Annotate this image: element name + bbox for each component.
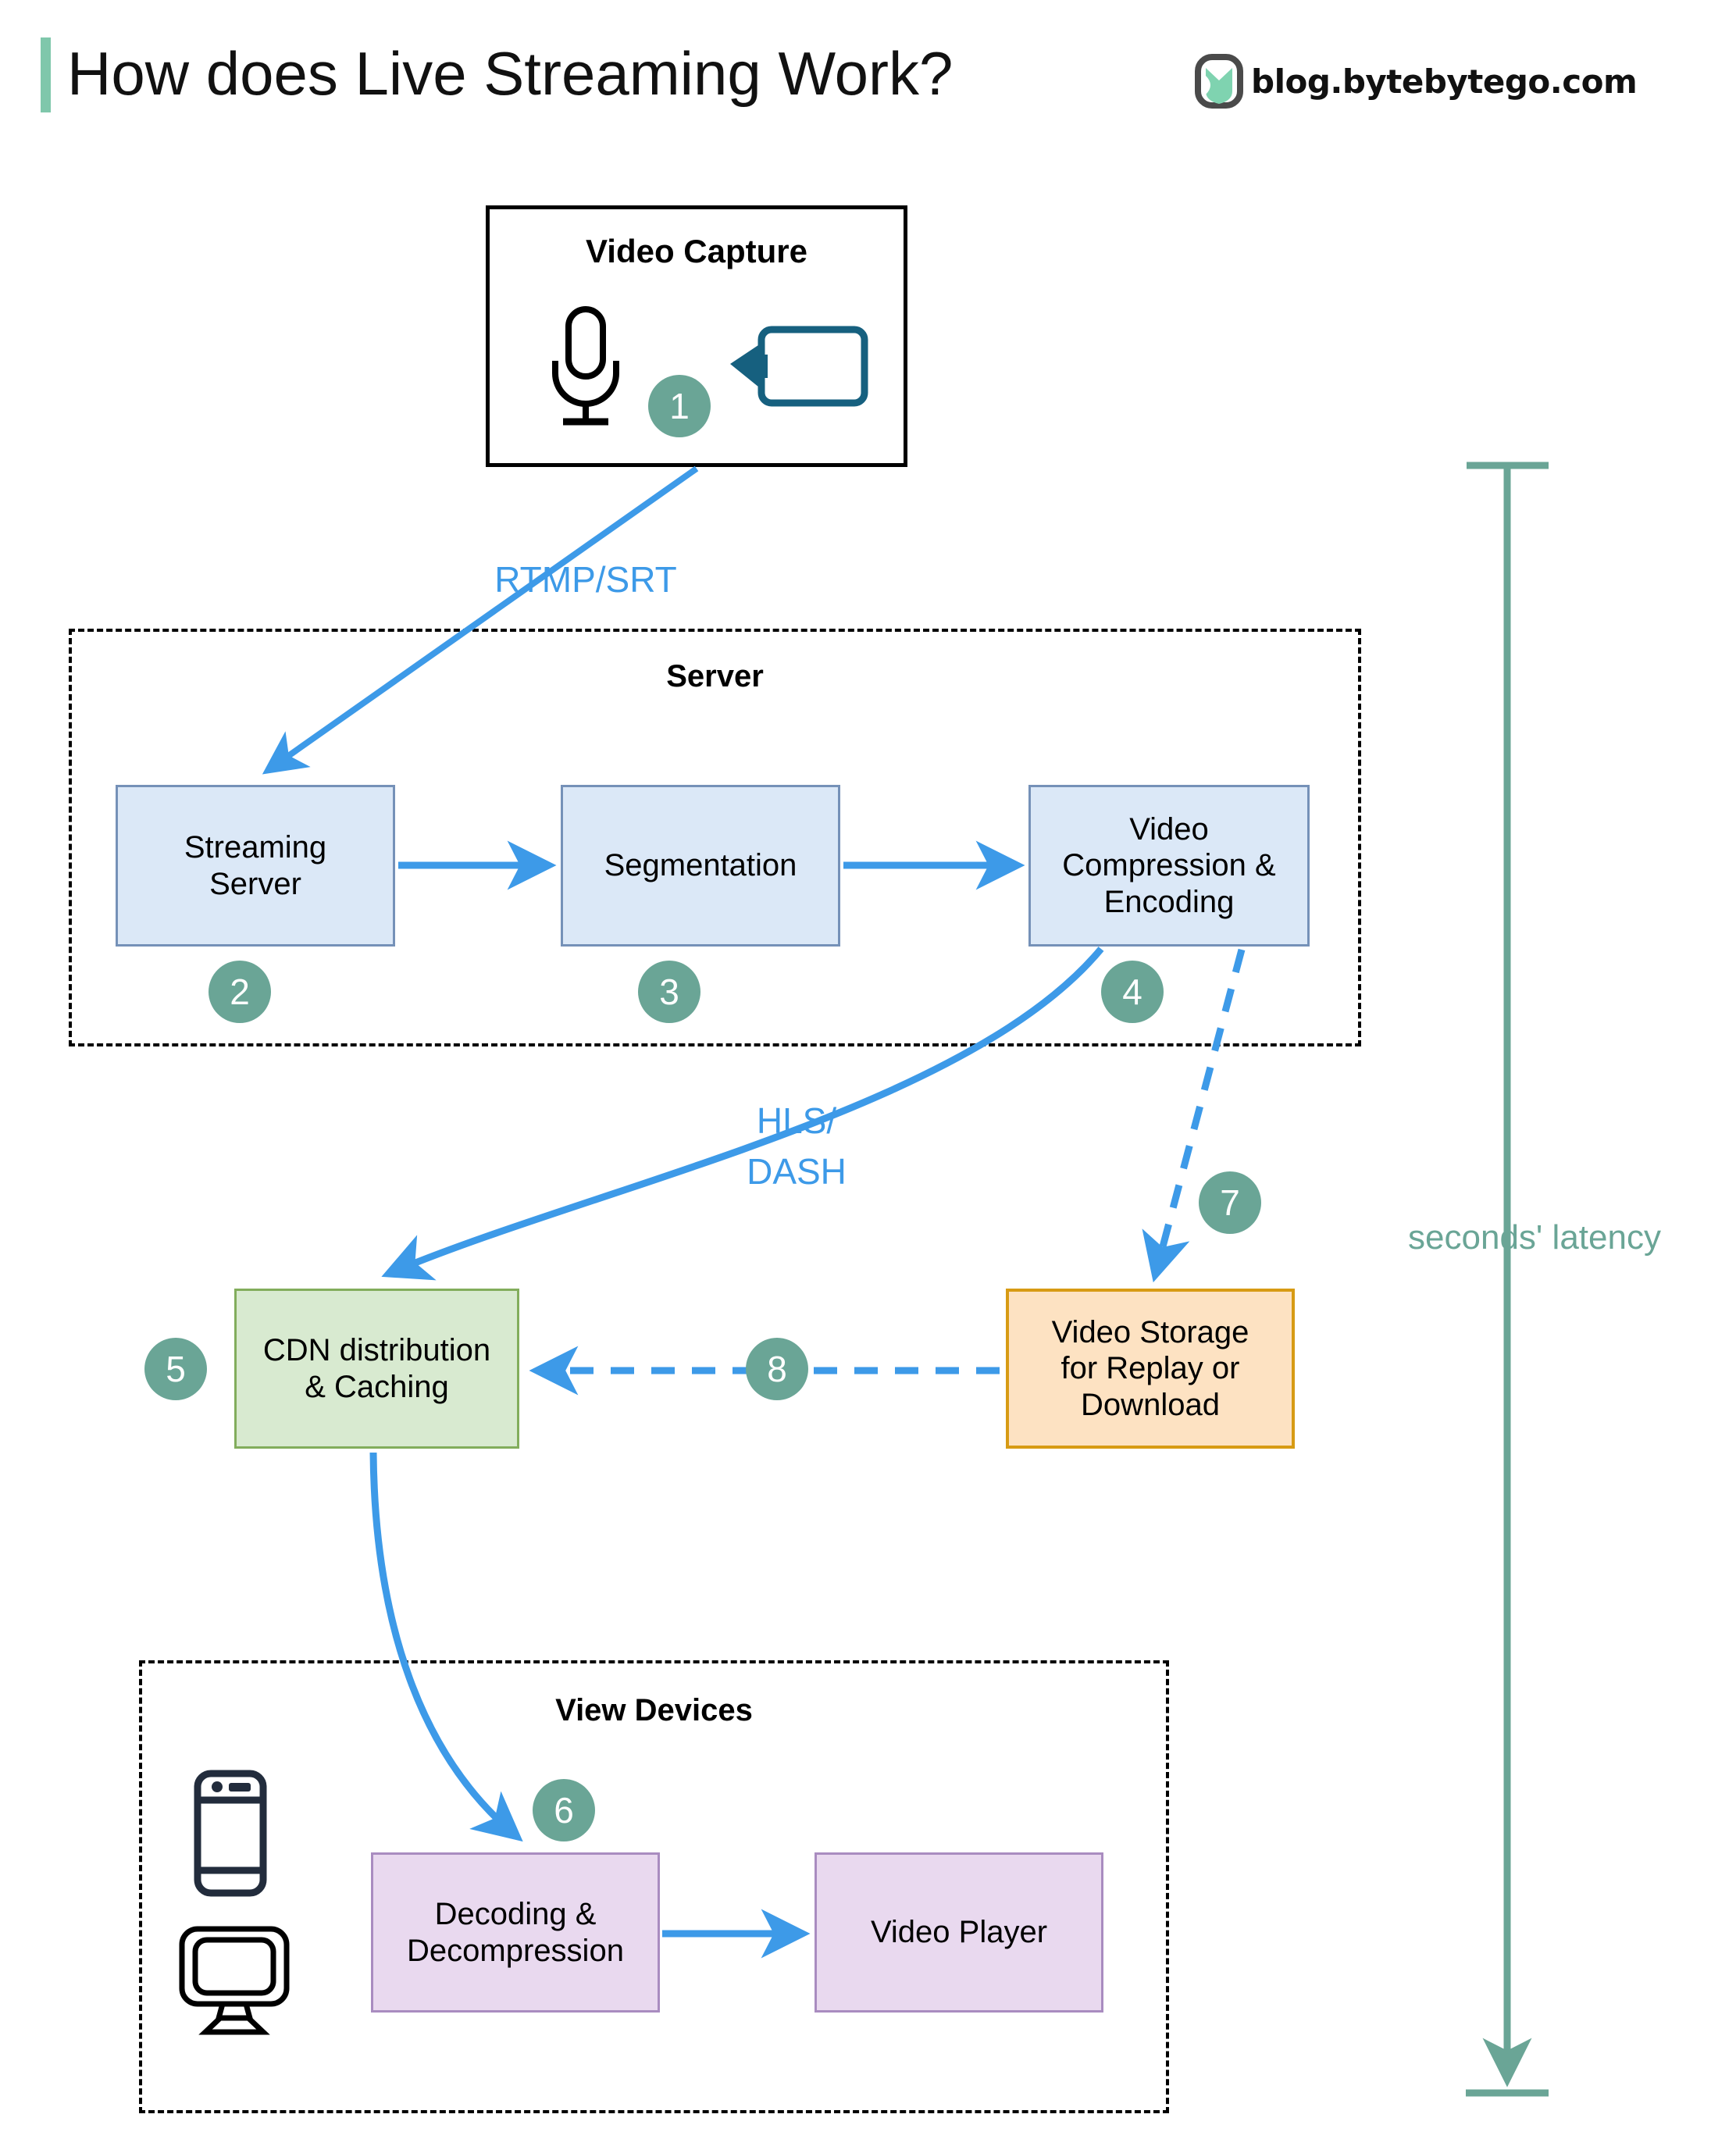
microphone-icon (543, 305, 629, 430)
node-streaming-server-label: Streaming Server (184, 830, 327, 901)
node-decoding-label: Decoding & Decompression (407, 1897, 624, 1968)
group-view-devices: View Devices (139, 1660, 1169, 2113)
node-segmentation-label: Segmentation (604, 848, 797, 883)
bytebytego-logo-icon (1195, 54, 1243, 109)
node-video-storage[interactable]: Video Storage for Replay or Download (1006, 1289, 1295, 1449)
node-video-compression[interactable]: Video Compression & Encoding (1028, 785, 1310, 947)
node-cdn-label: CDN distribution & Caching (262, 1333, 491, 1404)
desktop-monitor-icon (176, 1925, 293, 2038)
node-segmentation[interactable]: Segmentation (561, 785, 840, 947)
step-badge-5: 5 (144, 1338, 207, 1400)
server-title: Server (666, 659, 764, 693)
video-capture-title: Video Capture (586, 233, 807, 269)
node-video-compression-label: Video Compression & Encoding (1062, 811, 1276, 919)
edge-label-rtmp: RTMP/SRT (494, 559, 677, 600)
video-camera-icon (715, 320, 871, 414)
step-badge-6: 6 (533, 1779, 595, 1841)
step-badge-8: 8 (746, 1338, 808, 1400)
step-badge-4: 4 (1101, 961, 1164, 1023)
brand-label: blog.bytebytego.com (1251, 62, 1638, 101)
step-badge-2: 2 (209, 961, 271, 1023)
node-streaming-server[interactable]: Streaming Server (116, 785, 395, 947)
page-title: How does Live Streaming Work? (67, 39, 954, 108)
step-badge-3: 3 (638, 961, 700, 1023)
page-header: How does Live Streaming Work? (41, 31, 1134, 117)
mobile-phone-icon (191, 1769, 269, 1898)
node-cdn[interactable]: CDN distribution & Caching (234, 1289, 519, 1449)
step-badge-1: 1 (648, 375, 711, 437)
node-video-player-label: Video Player (870, 1915, 1048, 1950)
brand-attribution: blog.bytebytego.com (1195, 53, 1638, 109)
title-accent-bar (41, 37, 51, 112)
node-decoding[interactable]: Decoding & Decompression (371, 1852, 660, 2013)
edge-label-dash: DASH (747, 1151, 847, 1192)
step-badge-7: 7 (1199, 1171, 1261, 1234)
edge-label-hls: HLS/ (756, 1100, 837, 1141)
latency-annotation: seconds' latency (1408, 1218, 1661, 1257)
node-video-storage-label: Video Storage for Replay or Download (1051, 1314, 1249, 1422)
view-devices-title: View Devices (555, 1693, 753, 1727)
node-video-player[interactable]: Video Player (815, 1852, 1103, 2013)
